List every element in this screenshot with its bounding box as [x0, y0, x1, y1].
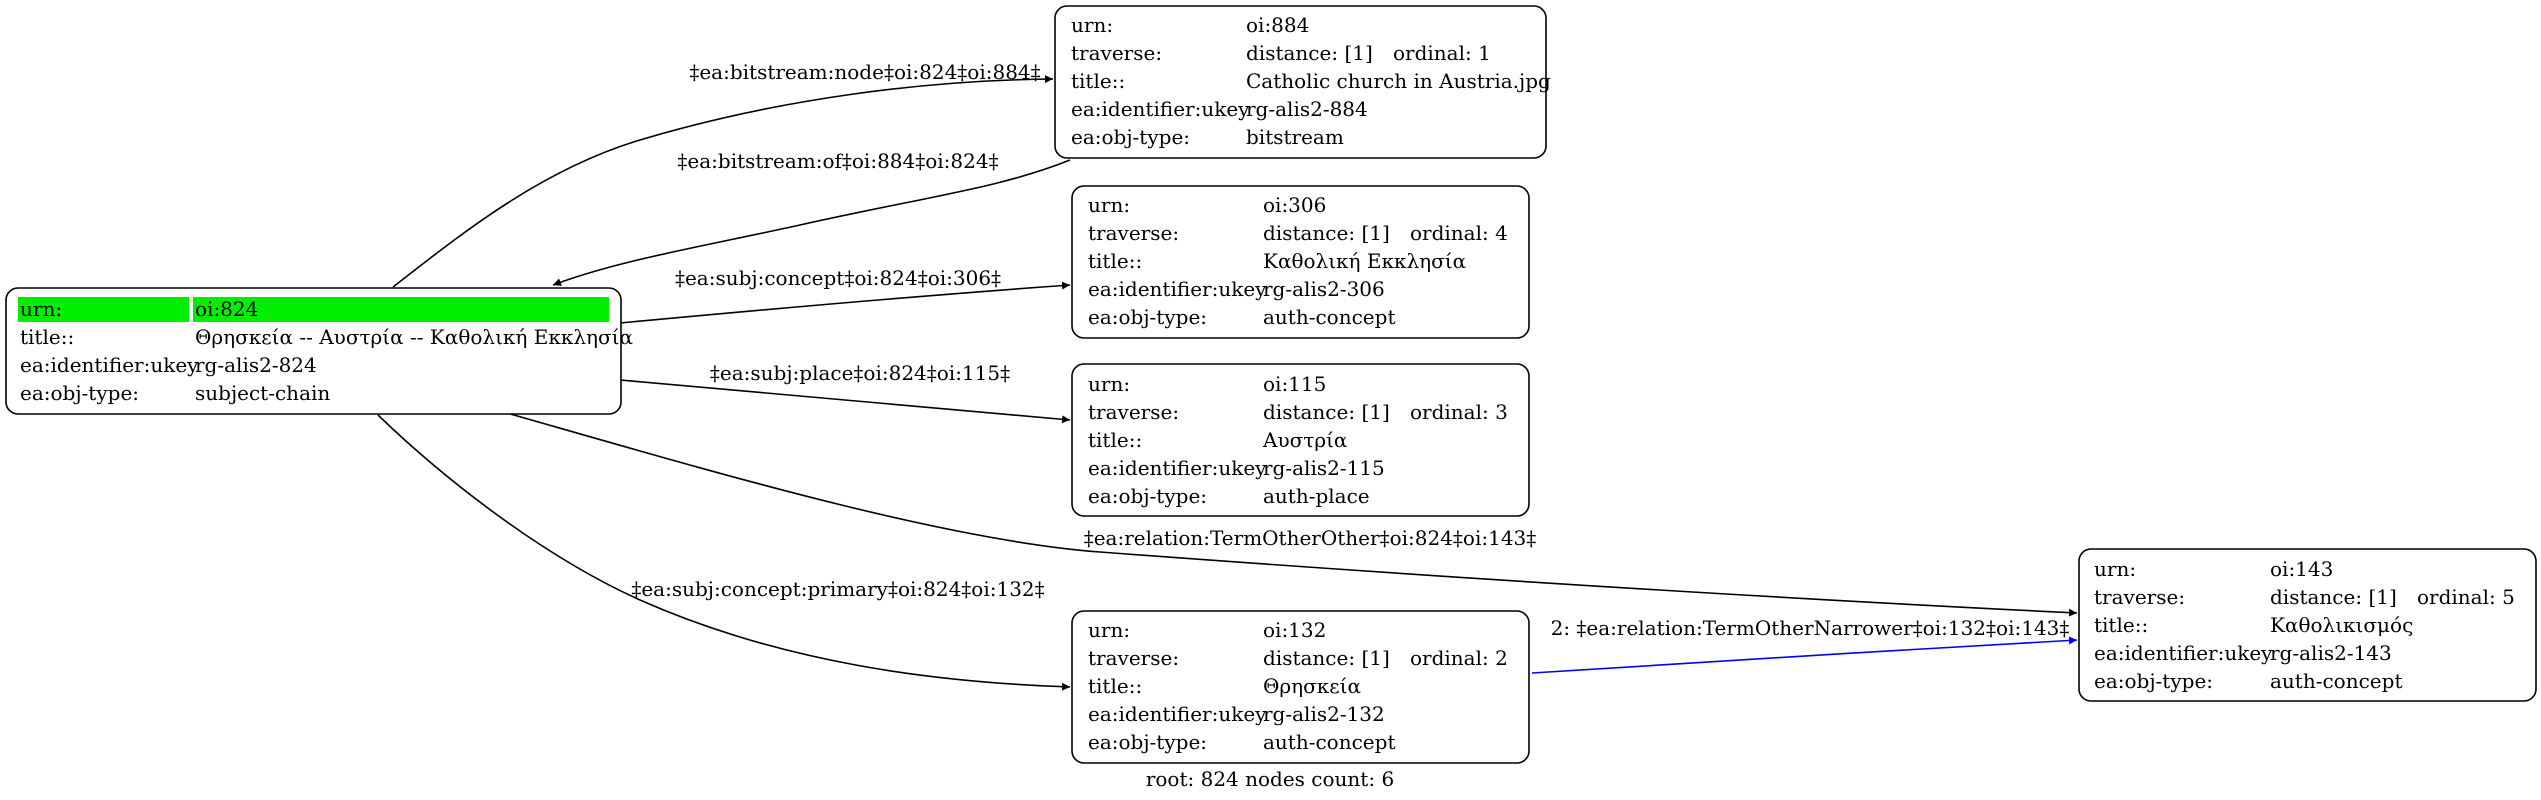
node-ordinal-value: ordinal: 5 [2417, 585, 2515, 609]
node-884[interactable]: urn: oi:884 traverse: distance: [1] ordi… [1054, 5, 1551, 159]
node-field-label: ea:identifier:ukey [1071, 97, 1250, 121]
node-field-label: ea:identifier:ukey [20, 353, 199, 377]
node-distance-value: distance: [1] [1263, 646, 1390, 670]
node-field-label: title:: [20, 325, 74, 349]
node-field-label: urn: [1088, 372, 1130, 396]
node-distance-value: distance: [1] [1246, 41, 1373, 65]
node-ordinal-value: ordinal: 3 [1410, 400, 1508, 424]
node-field-label: title:: [2094, 613, 2148, 637]
node-type-value: auth-concept [2270, 669, 2402, 693]
node-115[interactable]: urn: oi:115 traverse: distance: [1] ordi… [1071, 363, 1530, 517]
node-title-value: Καθολική Εκκλησία [1263, 249, 1466, 273]
node-title-value: Αυστρία [1262, 428, 1347, 452]
node-field-label: ea:obj-type: [1088, 484, 1207, 508]
node-distance-value: distance: [1] [1263, 221, 1390, 245]
node-field-label: urn: [20, 297, 62, 321]
edge-label-relation-narrower: 2: ‡ea:relation:TermOtherNarrower‡oi:132… [1551, 616, 2070, 640]
node-ukey-value: rg-alis2-115 [1263, 456, 1385, 480]
node-distance-value: distance: [1] [2270, 585, 2397, 609]
node-distance-value: distance: [1] [1263, 400, 1390, 424]
node-ordinal-value: ordinal: 4 [1410, 221, 1508, 245]
node-type-value: subject-chain [195, 381, 330, 405]
node-field-label: urn: [1088, 618, 1130, 642]
urn-label-highlight [18, 297, 189, 322]
node-field-label: title:: [1088, 674, 1142, 698]
edge-label-bitstream-node: ‡ea:bitstream:node‡oi:824‡oi:884‡ [689, 60, 1040, 84]
node-urn-value: oi:884 [1246, 13, 1309, 37]
node-title-value: Θρησκεία -- Αυστρία -- Καθολική Εκκλησία [195, 325, 633, 349]
node-type-value: auth-place [1263, 484, 1370, 508]
node-urn-value: oi:132 [1263, 618, 1326, 642]
node-urn-value: oi:306 [1263, 193, 1326, 217]
node-urn-value: oi:143 [2270, 557, 2333, 581]
node-field-label: traverse: [1088, 221, 1179, 245]
edge-bitstream-node: ‡ea:bitstream:node‡oi:824‡oi:884‡ [392, 60, 1054, 288]
node-field-label: title:: [1071, 69, 1125, 93]
node-title-value: Catholic church in Austria.jpg [1246, 69, 1551, 93]
node-field-label: urn: [2094, 557, 2136, 581]
node-field-label: traverse: [1071, 41, 1162, 65]
node-field-label: ea:identifier:ukey [1088, 456, 1267, 480]
node-title-value: Καθολικισμός [2270, 613, 2413, 637]
node-field-label: ea:identifier:ukey [1088, 702, 1267, 726]
node-143[interactable]: urn: oi:143 traverse: distance: [1] ordi… [2078, 548, 2537, 702]
node-field-label: ea:identifier:ukey [1088, 277, 1267, 301]
node-type-value: auth-concept [1263, 305, 1395, 329]
node-ukey-value: rg-alis2-824 [195, 353, 317, 377]
node-ordinal-value: ordinal: 1 [1393, 41, 1491, 65]
node-type-value: bitstream [1246, 125, 1344, 149]
urn-value-highlight [193, 297, 609, 322]
node-field-label: urn: [1071, 13, 1113, 37]
node-root-824[interactable]: urn: oi:824 title:: Θρησκεία -- Αυστρία … [5, 287, 633, 415]
edge-subj-concept-primary: ‡ea:subj:concept:primary‡oi:824‡oi:132‡ [377, 414, 1071, 691]
node-field-label: traverse: [2094, 585, 2185, 609]
node-field-label: title:: [1088, 428, 1142, 452]
node-type-value: auth-concept [1263, 730, 1395, 754]
node-field-label: traverse: [1088, 646, 1179, 670]
node-field-label: ea:obj-type: [1088, 730, 1207, 754]
node-field-label: title:: [1088, 249, 1142, 273]
edge-label-subj-place: ‡ea:subj:place‡oi:824‡oi:115‡ [710, 361, 1010, 385]
node-field-label: ea:identifier:ukey [2094, 641, 2273, 665]
node-field-label: urn: [1088, 193, 1130, 217]
graph-footer-caption: root: 824 nodes count: 6 [1146, 767, 1394, 791]
edge-relation-other: ‡ea:relation:TermOtherOther‡oi:824‡oi:14… [506, 412, 2078, 617]
node-urn-value: oi:115 [1263, 372, 1326, 396]
node-field-label: ea:obj-type: [2094, 669, 2213, 693]
node-ukey-value: rg-alis2-306 [1263, 277, 1385, 301]
edge-relation-narrower: 2: ‡ea:relation:TermOtherNarrower‡oi:132… [1531, 616, 2078, 674]
node-field-label: traverse: [1088, 400, 1179, 424]
edge-label-bitstream-of: ‡ea:bitstream:of‡oi:884‡oi:824‡ [677, 149, 998, 173]
node-field-label: ea:obj-type: [1088, 305, 1207, 329]
node-ukey-value: rg-alis2-884 [1246, 97, 1368, 121]
edge-subj-place: ‡ea:subj:place‡oi:824‡oi:115‡ [619, 361, 1071, 424]
edge-label-subj-concept-primary: ‡ea:subj:concept:primary‡oi:824‡oi:132‡ [631, 577, 1044, 601]
node-132[interactable]: urn: oi:132 traverse: distance: [1] ordi… [1071, 610, 1530, 764]
node-title-value: Θρησκεία [1263, 674, 1361, 698]
node-306[interactable]: urn: oi:306 traverse: distance: [1] ordi… [1071, 185, 1530, 339]
edge-bitstream-of: ‡ea:bitstream:of‡oi:884‡oi:824‡ [552, 149, 1071, 286]
edge-label-subj-concept: ‡ea:subj:concept‡oi:824‡oi:306‡ [675, 266, 1001, 290]
node-field-label: ea:obj-type: [20, 381, 139, 405]
node-field-label: ea:obj-type: [1071, 125, 1190, 149]
node-ukey-value: rg-alis2-132 [1263, 702, 1385, 726]
edge-subj-concept: ‡ea:subj:concept‡oi:824‡oi:306‡ [619, 266, 1071, 324]
node-ordinal-value: ordinal: 2 [1410, 646, 1508, 670]
node-urn-value: oi:824 [195, 297, 258, 321]
node-ukey-value: rg-alis2-143 [2270, 641, 2392, 665]
edge-label-relation-other: ‡ea:relation:TermOtherOther‡oi:824‡oi:14… [1084, 526, 1537, 550]
